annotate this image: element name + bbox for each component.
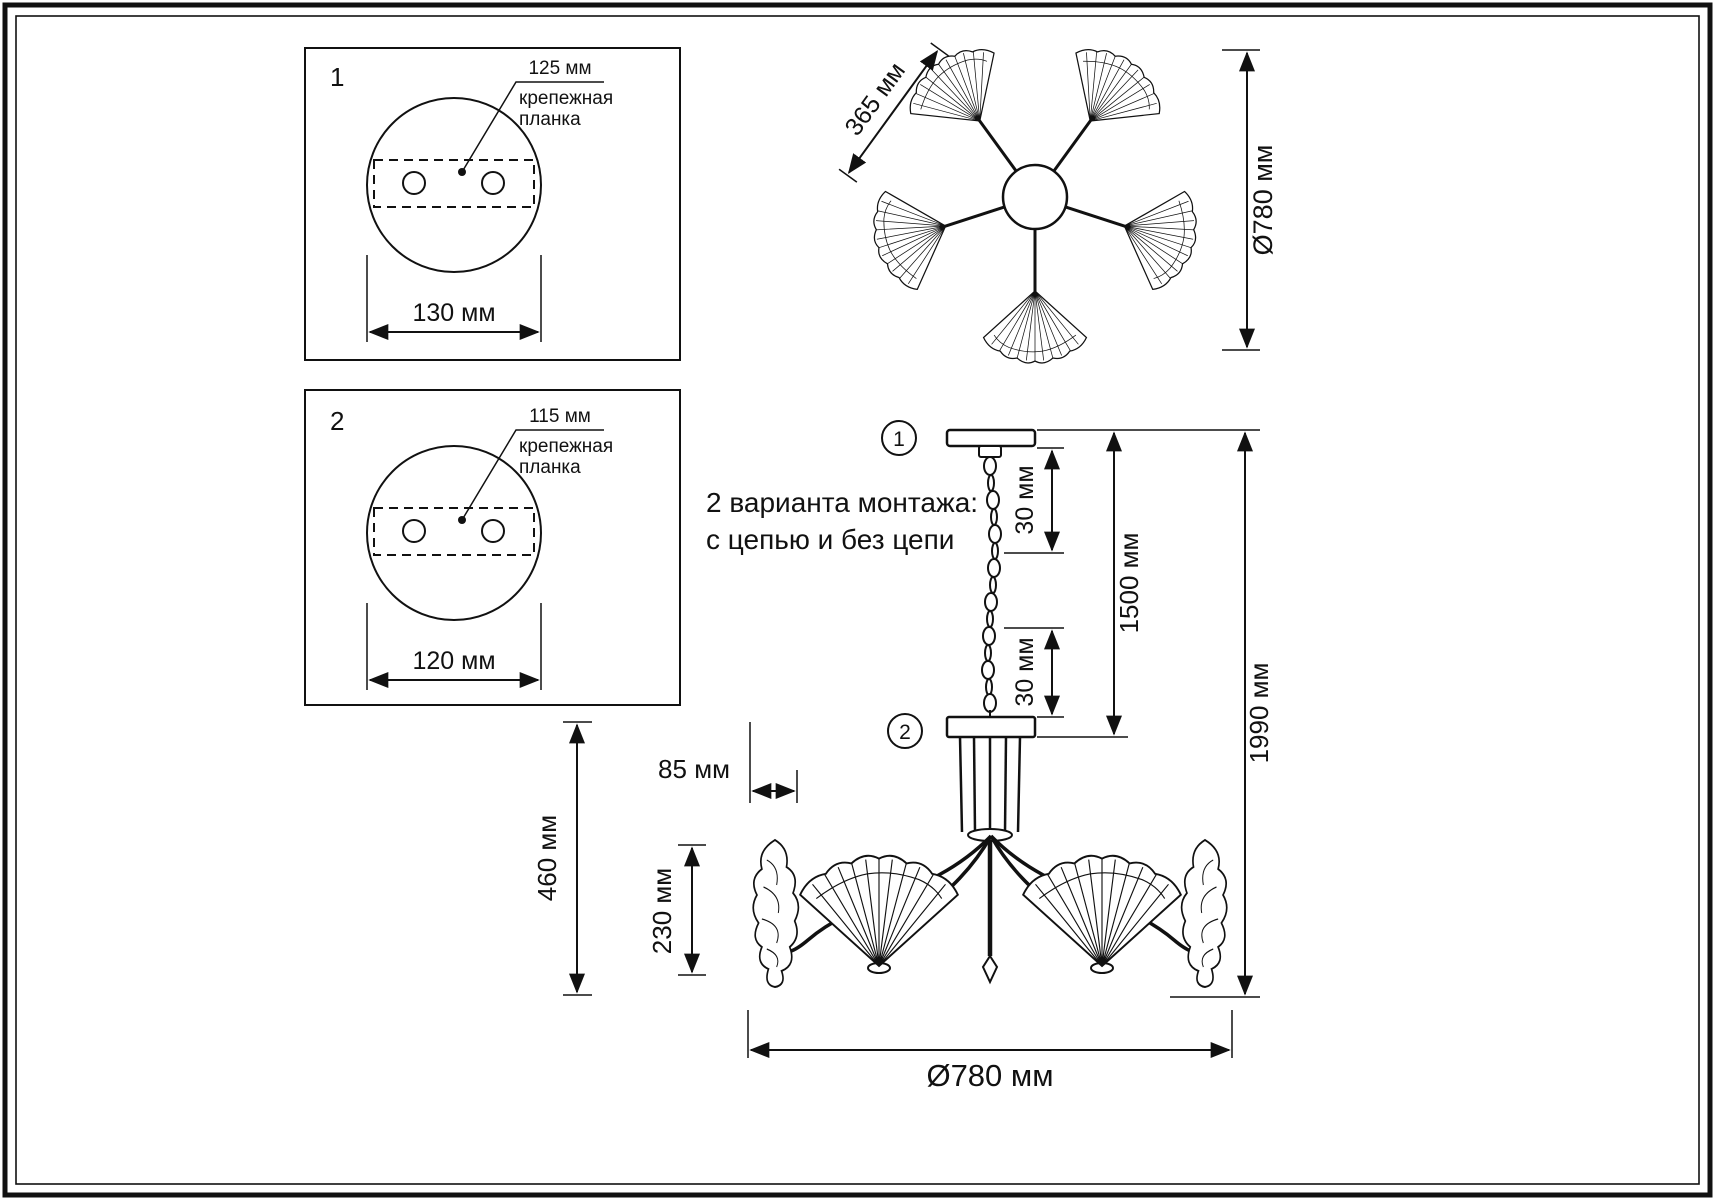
plate1-bracket-label-line2: планка (519, 109, 581, 130)
plate1-bracket-label-line1: крепежная (519, 88, 613, 109)
marker-1-label: 1 (893, 428, 905, 451)
shade-left-fan (799, 854, 959, 967)
dim-total-height-label: 1990 мм (1244, 663, 1274, 764)
dim-total-height: 1990 мм (1170, 431, 1274, 998)
top-view-diameter-dim-label: Ø780 мм (1248, 145, 1278, 256)
hub-rods (958, 736, 1022, 833)
plate2-leader-line (461, 429, 604, 521)
plate2-canopy-circle (366, 445, 542, 621)
plate2-box (304, 389, 681, 706)
suspension-chain (981, 456, 1002, 718)
plate2-index: 2 (330, 406, 344, 436)
marker-2-circle (887, 713, 923, 749)
plate1-index: 1 (330, 62, 344, 92)
canopy-neck (978, 445, 1002, 458)
plate1-width-dim-label: 130 мм (412, 299, 495, 327)
top-view-arm-upper-left (895, 31, 1023, 172)
canopy (945, 428, 1037, 448)
plate2-bracket-label-line2: планка (519, 457, 581, 478)
plate1-leader-line (461, 81, 604, 173)
top-view-shade (860, 176, 963, 298)
top-view-arm-dim-line (847, 49, 939, 175)
top-view-shade (1107, 176, 1210, 298)
dim-body-height: 460 мм (532, 721, 592, 996)
chandelier-top-view: 365 мм Ø780 мм (838, 31, 1278, 364)
mounting-note-line1: 2 варианта монтажа: (706, 487, 978, 518)
plate2-screw-hole-right (481, 519, 505, 543)
marker-2-label: 2 (899, 721, 911, 744)
shade-right-side-leaf (1180, 839, 1228, 988)
dim-suspension-label: 1500 мм (1114, 533, 1144, 634)
plate2-bracket-label-line1: крепежная (519, 436, 613, 457)
top-view-arm-right (1064, 176, 1210, 298)
plate2-top-dim-label: 115 мм (529, 406, 591, 427)
dim-body-height-label: 460 мм (532, 815, 562, 901)
mounting-note-line2: с цепью и без цепи (706, 524, 954, 555)
top-view-arm-dim-label: 365 мм (839, 57, 910, 141)
top-view-hub (1001, 163, 1069, 231)
plate1-box (304, 47, 681, 361)
dim-chain-bottom-label: 30 мм (1011, 637, 1039, 706)
top-view-arm-upper-right (1047, 31, 1175, 172)
dim-side-diameter-label: Ø780 мм (926, 1058, 1053, 1093)
center-finial (981, 954, 999, 985)
plate1-canopy-circle (366, 97, 542, 273)
dim-suspension: 1500 мм (1037, 429, 1260, 738)
top-view-arm-bottom (982, 229, 1088, 364)
mounting-plate-1: 1 125 мм крепежная планка 130 мм (304, 47, 681, 361)
dim-chain-bottom: 30 мм (1004, 627, 1064, 718)
plate2-width-dim-label: 120 мм (412, 647, 495, 675)
dim-shade-height: 230 мм (647, 844, 706, 976)
shade-right-fan (1022, 854, 1182, 967)
shade-left-side-leaf (752, 839, 800, 988)
dim-chain-top-label: 30 мм (1011, 465, 1039, 534)
plate1-screw-hole-left (402, 171, 426, 195)
marker-1-circle (881, 420, 917, 456)
inner-frame (15, 15, 1700, 1185)
hub-plate (945, 715, 1037, 739)
plate1-mounting-slot (373, 159, 535, 208)
top-view-shade (1047, 31, 1175, 152)
plate1-top-dim-label: 125 мм (528, 58, 591, 79)
dim-chain-top: 30 мм (1004, 447, 1064, 554)
dim-shade-height-label: 230 мм (647, 868, 677, 954)
dim-side-diameter: Ø780 мм (747, 1010, 1233, 1093)
top-view-arm-left (860, 176, 1006, 298)
top-view-shade (895, 31, 1023, 152)
mounting-plate-2: 2 115 мм крепежная планка 120 мм (304, 389, 681, 706)
plate1-screw-hole-right (481, 171, 505, 195)
plate2-mounting-slot (373, 507, 535, 556)
dim-hub-label: 85 мм (658, 754, 730, 784)
chandelier-side-view: 2 варианта монтажа: с цепью и без цепи 1 (532, 420, 1274, 1093)
plate2-screw-hole-left (402, 519, 426, 543)
dim-hub: 85 мм (658, 722, 798, 803)
top-view-diameter-dim: Ø780 мм (1222, 49, 1278, 351)
top-view-shade (982, 290, 1088, 364)
